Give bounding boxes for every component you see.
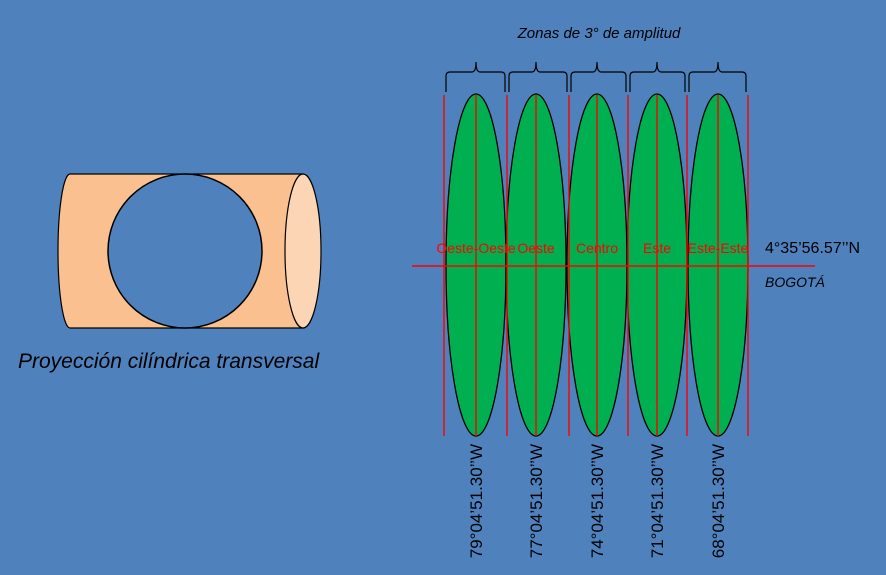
zone-name-label: Este bbox=[643, 240, 671, 256]
zone-name-label: Oeste bbox=[517, 240, 555, 256]
city-label: BOGOTÁ bbox=[765, 274, 825, 290]
cylinder-end bbox=[284, 173, 322, 329]
zone-name-label: Centro bbox=[576, 240, 618, 256]
zone-brace bbox=[445, 61, 506, 92]
meridian-label: 71°04’51.30’’W bbox=[648, 444, 667, 558]
zone-brace bbox=[629, 61, 686, 92]
cylinder-globe bbox=[107, 173, 263, 329]
latitude-label: 4°35’56.57’’N bbox=[765, 240, 860, 257]
zone-name-label: Este-Este bbox=[688, 240, 749, 256]
meridian-label: 77°04’51.30’’W bbox=[527, 444, 546, 558]
meridian-label: 79°04’51.30’’W bbox=[467, 444, 486, 558]
zone-brace bbox=[508, 61, 568, 92]
zone-name-label: Oeste-Oeste bbox=[436, 240, 516, 256]
zone-brace bbox=[688, 61, 747, 92]
cylinder-illustration bbox=[57, 173, 322, 329]
cylinder-caption: Proyección cilíndrica transversal bbox=[18, 350, 320, 373]
zones-header: Zonas de 3° de amplitud bbox=[517, 25, 681, 42]
zone-brace bbox=[570, 61, 627, 92]
meridian-label: 68°04’51.30’’W bbox=[709, 444, 728, 558]
meridian-label: 74°04’51.30’’W bbox=[588, 444, 607, 558]
